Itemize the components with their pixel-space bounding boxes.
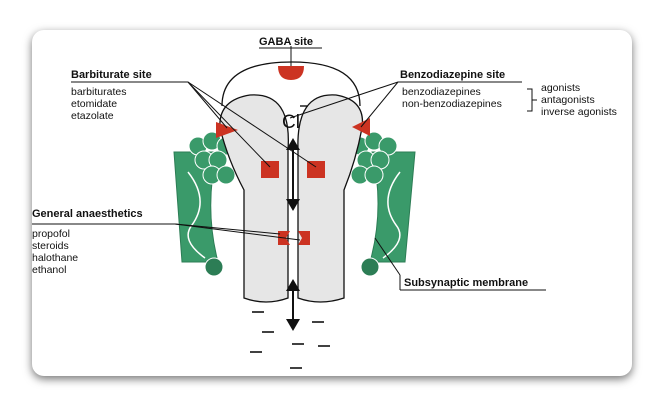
barbiturate-item: barbiturates [71,86,126,98]
chloride-ions [250,311,330,369]
gaba-site-title: GABA site [259,36,313,48]
membrane-right [350,131,416,277]
benzodiazepine-binding-site-left [216,122,238,138]
receptor-right-subunit [297,94,364,303]
benzodiazepine-site-title: Benzodiazepine site [400,69,505,81]
barbiturate-site-title: Barbiturate site [71,69,152,81]
anaesthetic-item: propofol [32,228,70,240]
gaba-binding-site [278,66,304,80]
benzodiazepine-item: non-benzodiazepines [402,98,502,110]
benzodiazepine-effect: agonists [541,82,580,94]
receptor-left-subunit [219,94,289,303]
general-anaesthetics-title: General anaesthetics [32,208,143,220]
barbiturate-item: etomidate [71,98,117,110]
chloride-label: Cl [282,112,300,133]
receptor-outer-loop [221,61,361,107]
barbiturate-binding-site-right [307,161,325,178]
membrane-label: Subsynaptic membrane [404,277,528,289]
barbiturate-binding-site-left [261,161,279,178]
membrane-left [173,131,236,277]
benzodiazepine-effect: antagonists [541,94,595,106]
benzodiazepine-item: benzodiazepines [402,86,481,98]
benzodiazepine-effect: inverse agonists [541,106,617,118]
anaesthetic-item: halothane [32,252,78,264]
anaesthetic-item: ethanol [32,264,66,276]
anaesthetic-binding-site-right [298,231,310,245]
anaesthetic-item: steroids [32,240,69,252]
ion-flow-arrows [286,138,300,331]
pointer-lines [174,46,537,276]
barbiturate-item: etazolate [71,110,114,122]
